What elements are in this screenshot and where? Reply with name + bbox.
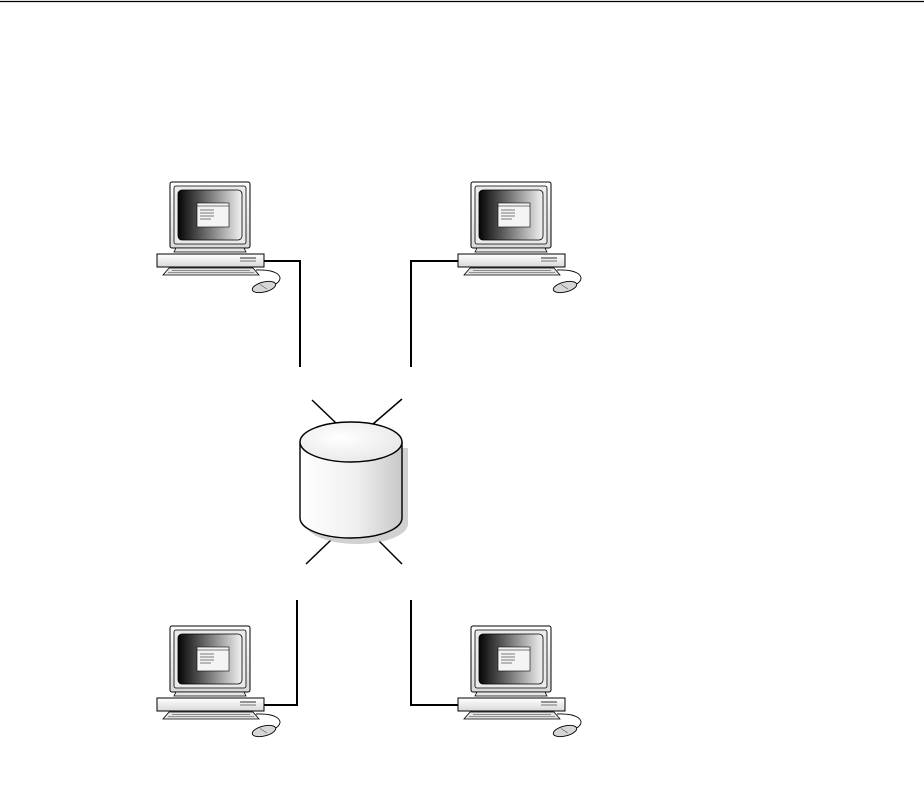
connection-top-right xyxy=(411,261,458,367)
database-cylinder-icon xyxy=(300,399,408,564)
ray-bottom-left xyxy=(306,540,331,564)
connection-bottom-left xyxy=(264,600,297,705)
ray-bottom-right xyxy=(379,541,402,564)
ray-top-right xyxy=(373,399,402,424)
connection-top-left xyxy=(264,261,300,367)
computer-top-right-icon xyxy=(458,182,581,295)
computer-top-left-icon xyxy=(157,182,280,295)
connection-bottom-right xyxy=(411,600,458,705)
computer-bottom-left-icon xyxy=(157,626,280,739)
computer-bottom-right-icon xyxy=(458,626,581,739)
ray-top-left xyxy=(312,400,337,424)
